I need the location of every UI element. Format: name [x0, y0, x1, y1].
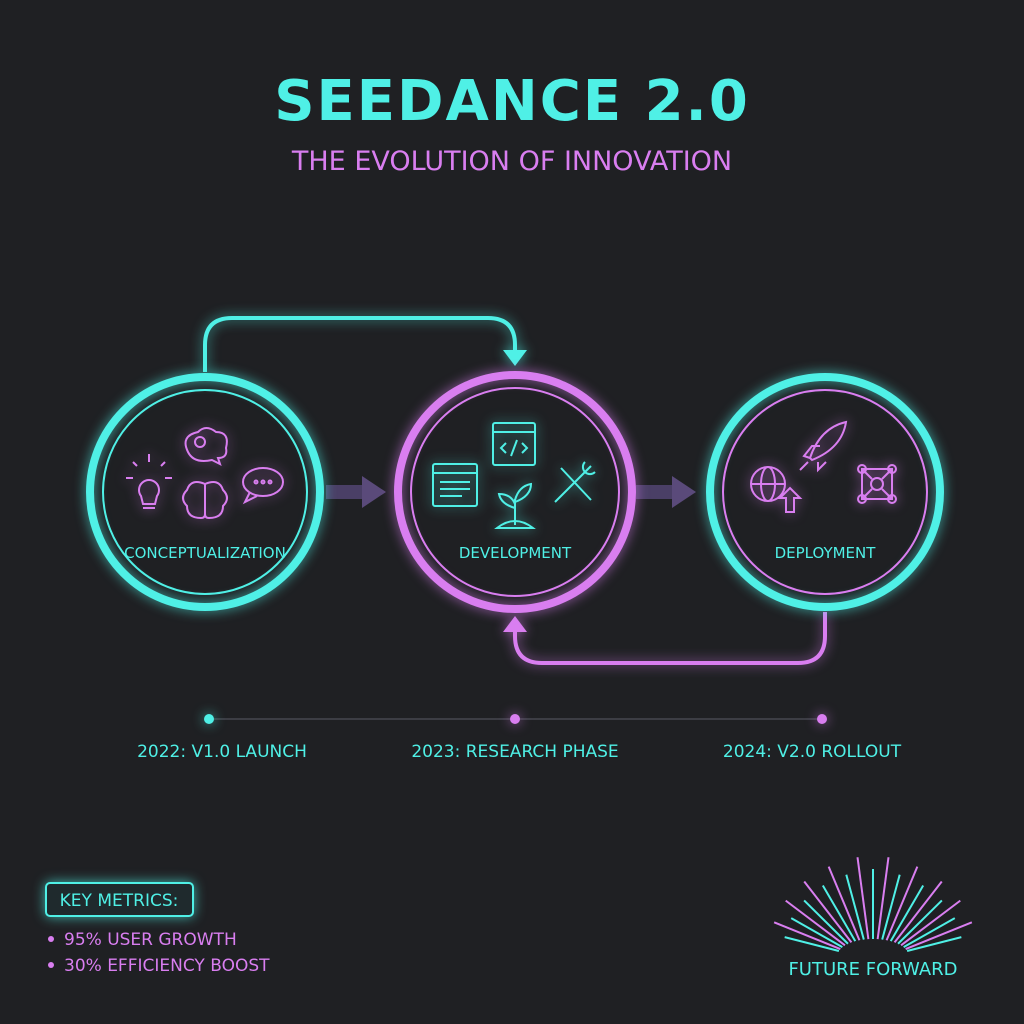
stage-development: DEVELOPMENT — [394, 371, 636, 613]
sunburst-ray — [803, 880, 853, 943]
sunburst-ray — [821, 885, 857, 942]
sprout-icon — [494, 482, 536, 529]
sunburst-ray — [906, 936, 962, 952]
rocket-icon — [799, 420, 848, 473]
sunburst-ray — [903, 917, 956, 948]
sunburst-icon — [773, 857, 973, 952]
chat-bubble-icon — [242, 467, 284, 505]
timeline-label: 2022: V1.0 LAUNCH — [137, 742, 307, 762]
feedback-arrow-bottom — [503, 612, 827, 665]
timeline-dot — [510, 714, 520, 724]
page-subtitle: THE EVOLUTION OF INNOVATION — [291, 146, 732, 177]
globe-upload-icon — [750, 466, 803, 513]
stage-label: CONCEPTUALIZATION — [124, 544, 286, 562]
sunburst-ray — [856, 857, 870, 940]
sunburst-ray — [803, 899, 849, 945]
sunburst-ray — [784, 936, 840, 952]
sunburst-ray — [785, 899, 846, 947]
sunburst-ray — [827, 866, 861, 941]
sunburst-ray — [889, 885, 925, 942]
logo-text: FUTURE FORWARD — [788, 959, 957, 980]
sunburst-ray — [893, 880, 943, 943]
timeline-label: 2023: RESEARCH PHASE — [411, 742, 618, 762]
timeline-dot — [204, 714, 214, 724]
connector-arrow-1 — [326, 476, 386, 508]
code-window-icon — [492, 422, 536, 466]
sunburst-ray — [905, 921, 973, 950]
sunburst-ray — [900, 899, 961, 947]
brain-gear-icon — [184, 427, 228, 466]
network-node-icon — [857, 464, 897, 504]
timeline-label: 2024: V2.0 ROLLOUT — [723, 742, 902, 762]
document-window-icon — [432, 463, 478, 507]
feedback-arrow-top — [203, 316, 527, 372]
tools-icon — [554, 461, 596, 503]
sunburst-ray — [876, 857, 890, 940]
metrics-heading: KEY METRICS: — [60, 891, 179, 911]
metric-item: 30% EFFICIENCY BOOST — [64, 956, 270, 976]
timeline-dot — [817, 714, 827, 724]
connector-arrow-2 — [636, 476, 696, 508]
sunburst-ray — [881, 874, 901, 940]
stage-label: DEPLOYMENT — [775, 544, 877, 562]
page-title: SEEDANCE 2.0 — [274, 69, 750, 134]
sunburst-ray — [885, 866, 919, 941]
timeline: 2022: V1.0 LAUNCH 2023: RESEARCH PHASE 2… — [137, 714, 902, 762]
key-metrics: KEY METRICS: 95% USER GROWTH 30% EFFICIE… — [45, 882, 270, 976]
future-forward-logo: FUTURE FORWARD — [773, 857, 973, 980]
stage-conceptualization: CONCEPTUALIZATION — [86, 373, 324, 611]
stage-deployment: DEPLOYMENT — [706, 373, 944, 611]
sunburst-ray — [897, 899, 943, 945]
metric-item: 95% USER GROWTH — [64, 930, 237, 950]
lightbulb-icon — [126, 454, 172, 509]
stage-label: DEVELOPMENT — [459, 544, 572, 562]
brain-icon — [182, 481, 228, 520]
sunburst-ray — [790, 917, 843, 948]
sunburst-ray — [845, 874, 865, 940]
sunburst-ray — [773, 921, 841, 950]
